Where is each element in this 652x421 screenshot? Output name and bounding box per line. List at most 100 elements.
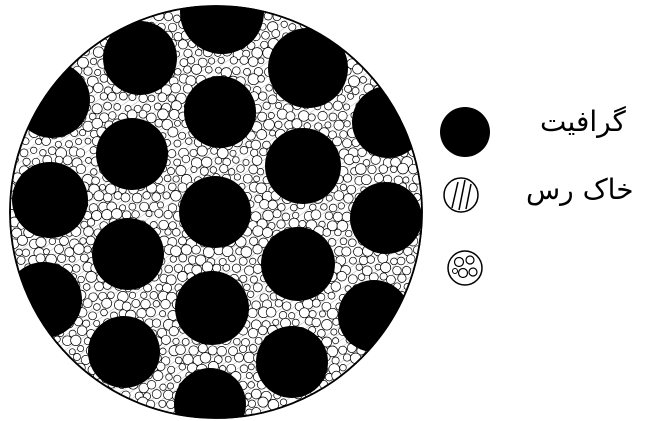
clay-particle xyxy=(299,220,306,227)
clay-particle xyxy=(268,200,277,209)
clay-particle xyxy=(354,247,363,256)
clay-particle xyxy=(205,66,212,73)
clay-particle xyxy=(140,202,149,211)
clay-particle xyxy=(348,275,357,284)
clay-particle xyxy=(322,320,333,331)
clay-particle xyxy=(253,264,262,273)
clay-particle xyxy=(170,256,176,262)
clay-particle xyxy=(132,193,142,203)
clay-particle xyxy=(329,204,337,212)
clay-particle xyxy=(299,308,309,318)
graphite-particle xyxy=(12,162,88,238)
clay-particle xyxy=(158,93,167,102)
clay-particle xyxy=(190,149,197,156)
clay-particle xyxy=(72,265,80,273)
clay-particle xyxy=(76,149,84,157)
graphite-particle xyxy=(96,118,168,190)
clay-particle xyxy=(114,192,122,200)
clay-particle xyxy=(156,185,165,194)
clay-particle xyxy=(282,213,290,221)
clay-particle xyxy=(178,271,188,281)
clay-particle xyxy=(179,364,186,371)
clay-particle xyxy=(108,92,117,101)
clay-particle xyxy=(228,169,235,176)
clay-particle xyxy=(146,113,156,123)
clay-particle xyxy=(248,382,255,389)
clay-particle xyxy=(319,311,325,317)
clay-particle xyxy=(239,257,247,265)
clay-particle xyxy=(259,92,267,100)
clay-particle xyxy=(119,92,127,100)
clay-particle xyxy=(262,228,272,238)
clay-particle xyxy=(312,318,321,327)
graphite-particle xyxy=(92,218,164,290)
clay-particle xyxy=(78,346,84,352)
clay-particle xyxy=(379,165,388,174)
clay-particle xyxy=(175,357,182,364)
clay-particle xyxy=(195,49,202,56)
legend-label-graphite: گرافیت xyxy=(540,108,626,136)
clay-particle xyxy=(250,276,257,283)
clay-particle xyxy=(100,93,107,100)
clay-particle xyxy=(279,311,287,319)
clay-particle xyxy=(23,158,30,165)
clay-particle xyxy=(169,327,178,336)
clay-particle xyxy=(57,254,65,262)
clay-particle xyxy=(168,366,175,373)
clay-particle xyxy=(164,12,172,20)
clay-particle xyxy=(343,354,350,361)
clay-particle xyxy=(258,112,267,121)
clay-particle xyxy=(102,298,112,308)
clay-particle xyxy=(92,104,102,114)
clay-particle xyxy=(157,202,163,208)
clay-particle xyxy=(275,121,282,128)
clay-particle xyxy=(344,121,350,127)
clay-particle xyxy=(159,220,169,230)
clay-particle xyxy=(352,87,359,94)
clay-particle xyxy=(184,66,191,73)
clay-particle xyxy=(175,69,182,76)
clay-particle xyxy=(84,227,94,237)
clay-particle xyxy=(141,299,151,309)
clay-particle xyxy=(258,75,265,82)
clay-particle xyxy=(253,283,262,292)
clay-particle xyxy=(36,237,46,247)
clay-particle xyxy=(292,319,299,326)
clay-particle xyxy=(139,94,148,103)
clay-particle xyxy=(360,77,367,84)
clay-particle xyxy=(86,271,97,282)
clay-particle xyxy=(208,346,217,355)
clay-particle xyxy=(179,237,187,245)
clay-particle xyxy=(210,167,217,174)
clay-particle xyxy=(100,74,108,82)
clay-particle xyxy=(332,357,339,364)
clay-particle xyxy=(22,249,29,256)
clay-particle xyxy=(345,230,352,237)
clay-particle xyxy=(258,58,264,64)
clay-particle xyxy=(245,266,254,275)
clay-particle xyxy=(402,266,410,274)
clay-particle xyxy=(409,183,417,191)
clay-particle xyxy=(397,257,405,265)
clay-particle xyxy=(286,112,295,121)
clay-particle xyxy=(312,299,320,307)
clay-particle xyxy=(327,308,338,319)
clay-particle xyxy=(191,166,197,172)
clay-particle xyxy=(230,57,237,64)
clay-particle xyxy=(367,256,375,264)
clay-particle xyxy=(270,130,276,136)
clay-particle xyxy=(66,141,73,148)
clay-particle xyxy=(233,338,240,345)
graphite-particle xyxy=(268,28,348,108)
graphite-particle xyxy=(256,326,328,398)
clay-particle xyxy=(262,32,270,40)
clay-particle xyxy=(187,57,194,64)
clay-particle xyxy=(249,165,258,174)
clay-particle xyxy=(378,253,388,263)
clay-particle xyxy=(93,47,104,58)
clay-particle xyxy=(152,193,161,202)
clay-particle xyxy=(257,168,264,175)
clay-particle xyxy=(258,397,268,407)
clay-particle xyxy=(374,174,383,183)
clay-particle xyxy=(240,146,248,154)
